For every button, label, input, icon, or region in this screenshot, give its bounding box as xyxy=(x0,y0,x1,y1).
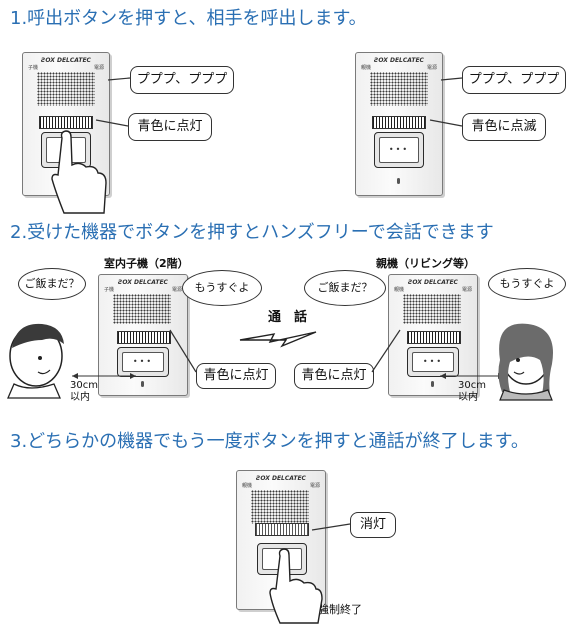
right-device-title: 親機（リビング等） xyxy=(376,257,475,270)
call-button[interactable]: ••• xyxy=(117,347,169,377)
status-callout-right-2: 青色に点灯 xyxy=(294,363,374,389)
microphone-icon xyxy=(397,178,400,184)
microphone-icon xyxy=(141,381,144,387)
call-button[interactable]: ••• xyxy=(407,347,459,377)
call-lightning-icon xyxy=(239,331,317,348)
status-light-bar xyxy=(255,523,309,536)
step-1-heading: 1.呼出ボタンを押すと、相手を呼出します。 xyxy=(10,8,367,29)
speech-bubble-left-device: もうすぐよ xyxy=(182,270,262,306)
status-light-bar xyxy=(372,116,426,129)
button-dots: ••• xyxy=(422,357,444,366)
speaker-grille xyxy=(403,294,461,324)
left-device-title: 室内子機（2階） xyxy=(104,257,189,270)
button-dots: ••• xyxy=(388,145,410,154)
status-light-bar xyxy=(117,331,171,344)
speaker-grille xyxy=(370,72,428,106)
brand-label: ƧOX DELCATEC xyxy=(374,57,424,64)
call-button[interactable]: ••• xyxy=(374,132,424,168)
step-2-heading: 2.受けた機器でボタンを押すとハンズフリーで会話できます xyxy=(10,222,494,243)
microphone-icon xyxy=(431,381,434,387)
label-child: 子機 xyxy=(104,287,115,293)
step-3-heading: 3.どちらかの機器でもう一度ボタンを押すと通話が終了します。 xyxy=(10,431,529,452)
label-child: 子機 xyxy=(28,65,39,71)
speech-bubble-left-person: ご飯まだ？ xyxy=(18,268,86,300)
ring-callout-right: プププ、プププ xyxy=(462,66,566,94)
speech-bubble-right-person: もうすぐよ xyxy=(488,268,566,300)
boy-person-icon xyxy=(7,323,64,399)
pressing-hand-icon xyxy=(51,130,107,214)
label-power: 電源 xyxy=(309,483,320,489)
status-callout-left: 青色に点灯 xyxy=(128,113,212,141)
status-callout-left-2: 青色に点灯 xyxy=(196,363,276,389)
brand-label: ƧOX DELCATEC xyxy=(118,279,168,286)
woman-person-icon xyxy=(498,323,553,401)
label-parent: 親機 xyxy=(361,65,372,71)
brand-label: ƧOX DELCATEC xyxy=(41,57,91,64)
speaker-grille xyxy=(37,72,95,106)
speaker-grille xyxy=(251,490,309,524)
status-light-bar xyxy=(39,116,93,129)
label-power: 電源 xyxy=(426,65,437,71)
status-callout-off: 消灯 xyxy=(350,512,396,538)
label-power: 電源 xyxy=(171,287,182,293)
brand-label: ƧOX DELCATEC xyxy=(256,475,306,482)
forced-end-label: 強制終了 xyxy=(318,603,362,616)
pressing-hand-icon xyxy=(269,548,323,624)
status-callout-right: 青色に点滅 xyxy=(462,113,546,141)
distance-label-left: 30cm 以内 xyxy=(70,380,98,403)
call-label: 通 話 xyxy=(268,310,308,325)
speech-bubble-right-device: ご飯まだ？ xyxy=(304,270,386,306)
distance-label-right: 30cm 以内 xyxy=(458,380,486,403)
speaker-grille xyxy=(113,294,171,324)
ring-callout-left: プププ、プププ xyxy=(130,66,234,94)
status-light-bar xyxy=(407,331,461,344)
label-parent: 親機 xyxy=(242,483,253,489)
label-power: 電源 xyxy=(93,65,104,71)
brand-label: ƧOX DELCATEC xyxy=(408,279,458,286)
label-power: 電源 xyxy=(461,287,472,293)
label-parent: 親機 xyxy=(394,287,405,293)
button-dots: ••• xyxy=(132,357,154,366)
intercom-parent-unit: ƧOX DELCATEC 親機 電源 ••• xyxy=(355,52,443,196)
